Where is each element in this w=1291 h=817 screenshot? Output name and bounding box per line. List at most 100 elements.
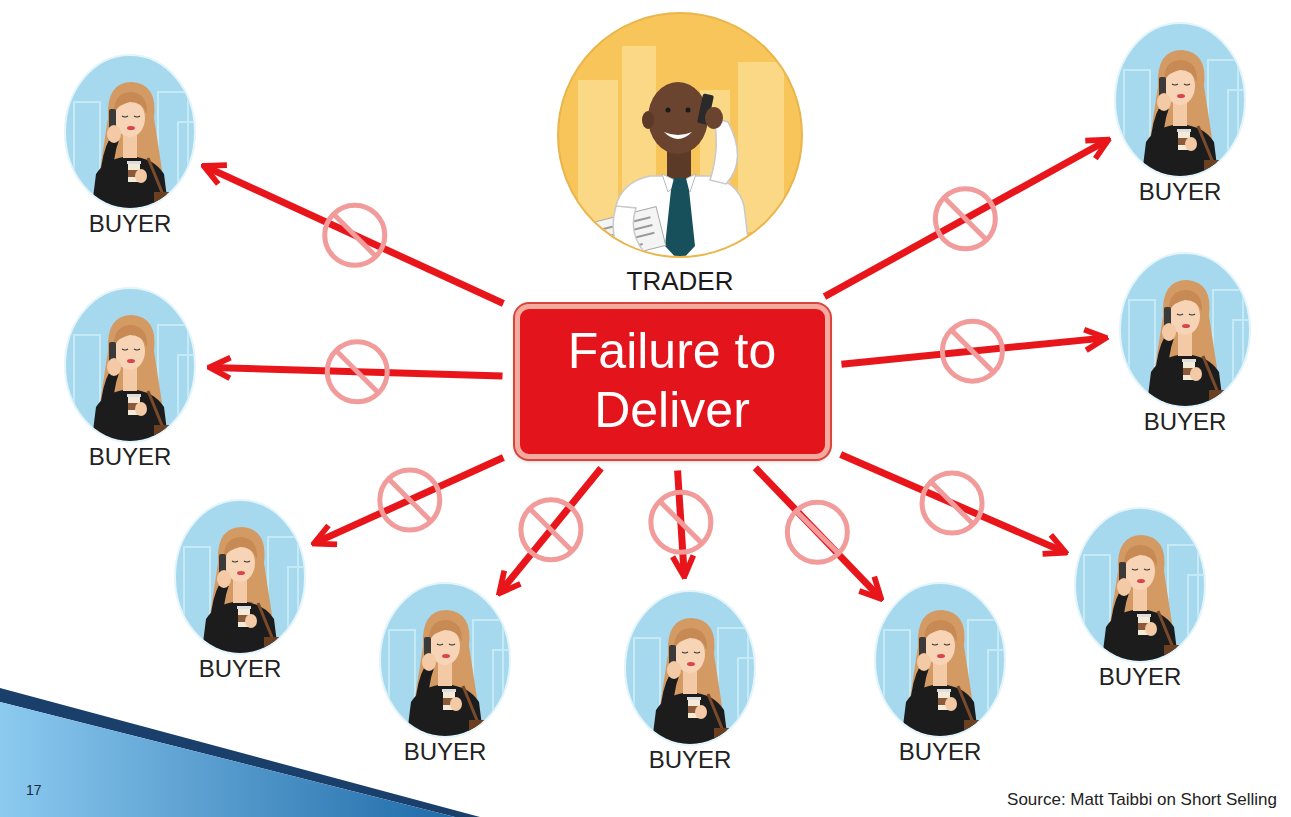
cup-lid [127, 161, 141, 164]
prohibition-slash [951, 330, 993, 372]
buyer-node: BUYER [1100, 20, 1260, 211]
building-outline [738, 658, 768, 748]
trader-label: TRADER [550, 266, 810, 297]
eye [232, 561, 238, 562]
prohibition-sign [922, 473, 982, 533]
lips [687, 662, 695, 666]
hand [1185, 137, 1197, 151]
eye [449, 644, 455, 645]
buyer-label: BUYER [50, 210, 210, 239]
buyer-illustration [365, 580, 525, 740]
buyer-illustration [50, 285, 210, 445]
neck [933, 662, 947, 686]
hand [705, 107, 723, 129]
eye [122, 349, 128, 350]
hand [1117, 578, 1131, 596]
lips [127, 359, 135, 363]
arm [100, 371, 119, 413]
lips [1137, 579, 1145, 583]
hand [917, 653, 931, 671]
hair-fringe [224, 537, 257, 559]
buyer-node: BUYER [610, 588, 770, 779]
hand [245, 614, 257, 628]
cup-lid [687, 697, 701, 700]
neck [1173, 102, 1187, 126]
building-outline [178, 122, 208, 212]
cup-lid [1182, 359, 1196, 362]
lips [937, 654, 945, 658]
tie [665, 178, 695, 262]
eye [686, 108, 691, 113]
prohibition-sign [935, 189, 995, 249]
hair-fringe [114, 325, 147, 347]
prohibition-sign [521, 500, 581, 560]
failed-delivery-arrow [206, 167, 503, 304]
eye [122, 116, 128, 117]
cup-lid [442, 689, 456, 692]
buyer-illustration [160, 497, 320, 657]
failed-delivery-arrow [755, 468, 879, 597]
hair-fringe [924, 620, 957, 642]
slide-number: 17 [26, 782, 42, 798]
prohibition-sign [651, 492, 711, 552]
prohibition-slash [660, 501, 702, 543]
prohibition-sign [325, 205, 385, 265]
buyer-label: BUYER [160, 655, 320, 684]
neck [123, 367, 137, 391]
shirt [608, 176, 752, 272]
prohibition-slash [944, 198, 986, 240]
swoosh-band [0, 702, 455, 817]
buyer-node: BUYER [860, 580, 1020, 771]
neck [233, 579, 247, 603]
prohibition-slash [334, 214, 376, 256]
neck [683, 670, 697, 694]
building-outline [988, 650, 1018, 740]
prohibition-sign [787, 502, 847, 562]
hair-fringe [429, 620, 462, 642]
prohibition-slash [796, 511, 838, 553]
buyer-illustration [1060, 505, 1220, 665]
building [738, 62, 784, 232]
prohibition-slash [931, 482, 973, 524]
buyer-label: BUYER [1105, 408, 1265, 437]
buyer-node: BUYER [1105, 250, 1265, 441]
eye [932, 644, 938, 645]
buyer-illustration [1105, 250, 1265, 410]
buyer-illustration [860, 580, 1020, 740]
arm [100, 138, 119, 180]
eye [944, 644, 950, 645]
buyer-node: BUYER [160, 497, 320, 688]
buyer-label: BUYER [365, 738, 525, 767]
hair-fringe [1124, 545, 1157, 567]
building-outline [1228, 90, 1258, 180]
arm [1155, 336, 1174, 378]
eye [1132, 569, 1138, 570]
building [578, 80, 618, 230]
eye [666, 108, 671, 113]
prohibition-sign [327, 342, 387, 402]
failed-delivery-arrow [824, 141, 1106, 297]
source-note: Source: Matt Taibbi on Short Selling [1007, 790, 1277, 810]
hand [1162, 323, 1176, 341]
buyer-label: BUYER [50, 443, 210, 472]
hand [135, 169, 147, 183]
failed-delivery-arrow [841, 455, 1064, 552]
prohibition-slash [530, 509, 572, 551]
lips [442, 654, 450, 658]
hair-fringe [1169, 290, 1202, 312]
hair-fringe [1164, 60, 1197, 82]
box-title: Failure to Deliver [542, 322, 802, 440]
prohibition-sign [942, 321, 1002, 381]
lips [237, 571, 245, 575]
prohibition-slash [389, 479, 431, 521]
hair-fringe [674, 628, 707, 650]
hand [695, 705, 707, 719]
arm [210, 583, 229, 625]
arm [660, 674, 679, 716]
hand [1190, 367, 1202, 381]
buyer-illustration [1100, 20, 1260, 180]
arm [415, 666, 434, 708]
eye [437, 644, 443, 645]
neck [123, 134, 137, 158]
eye [1189, 314, 1195, 315]
